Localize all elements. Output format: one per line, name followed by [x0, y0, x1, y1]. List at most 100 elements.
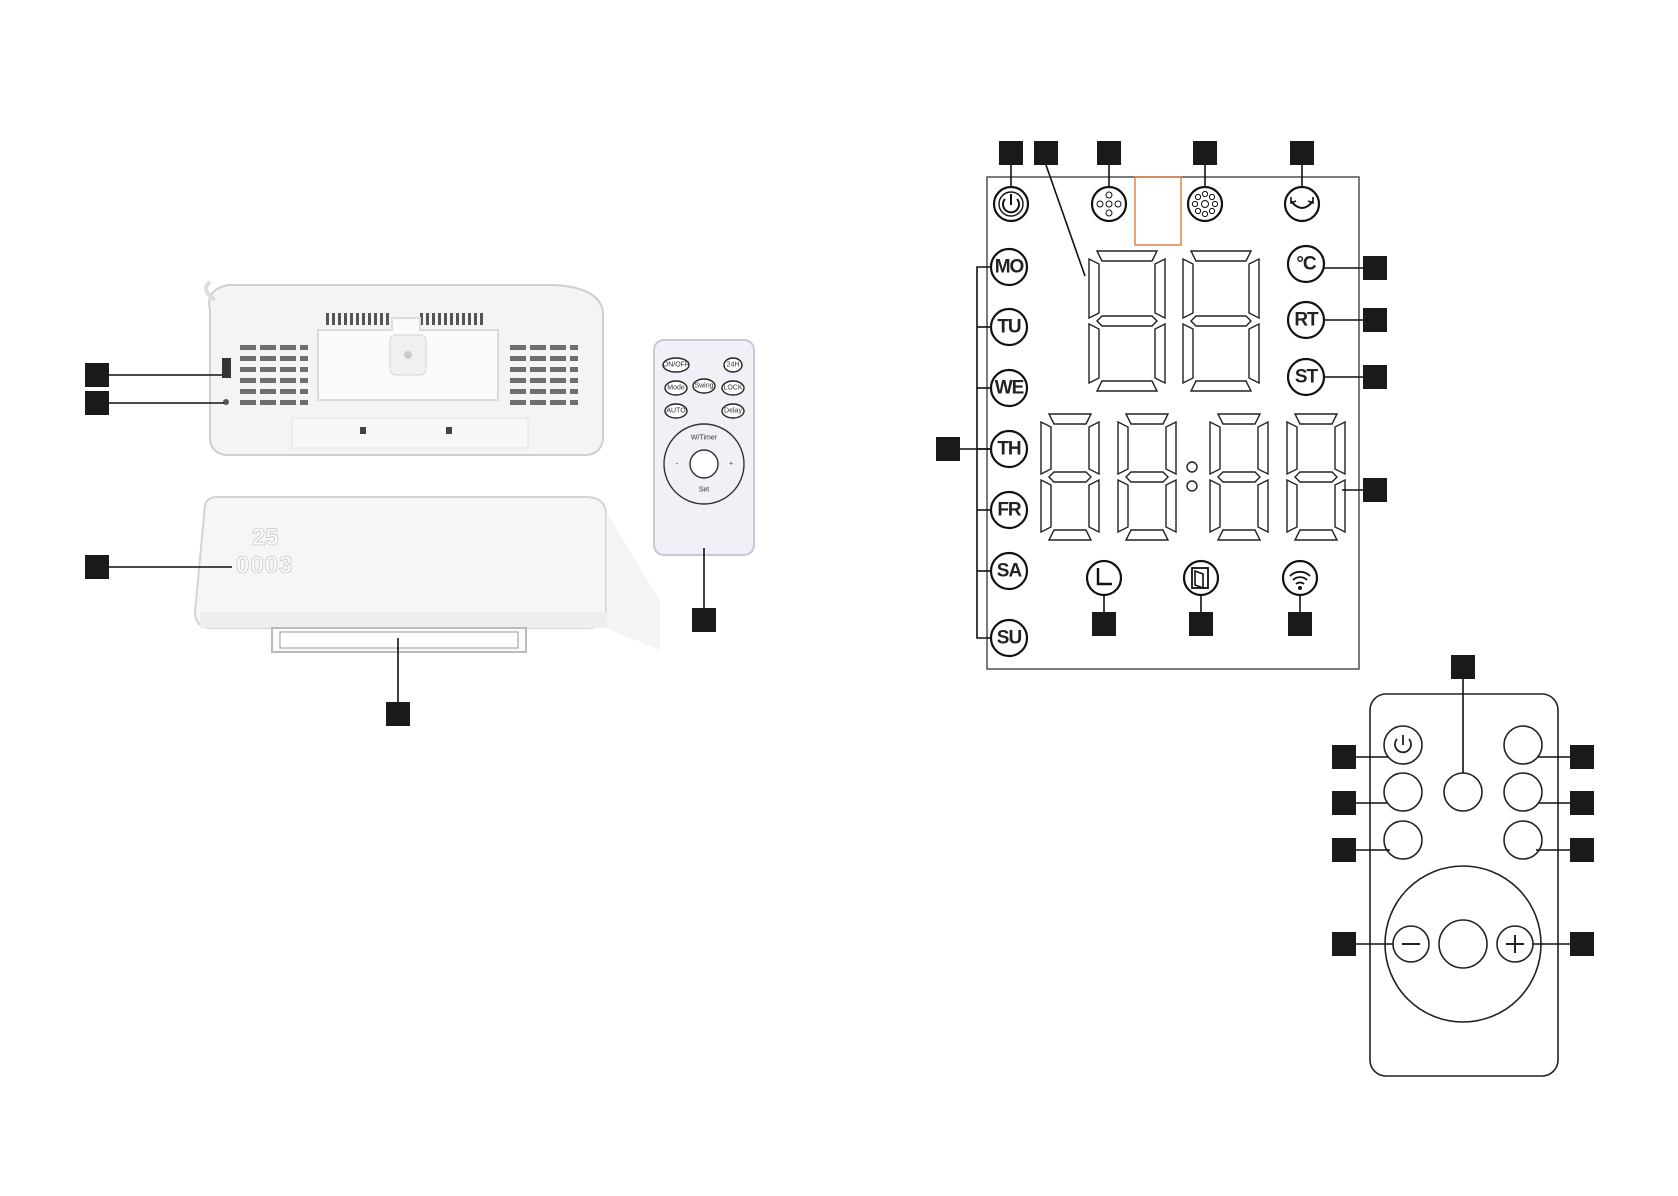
remote-label-auto: AUTO [666, 408, 686, 415]
lcd-segment [1191, 381, 1251, 391]
lcd-segment [1041, 422, 1051, 474]
lcd-segment [1218, 472, 1260, 482]
day-sa: SA [997, 561, 1023, 582]
callout-marker [1332, 932, 1356, 956]
remote-button [1444, 773, 1482, 811]
lcd-segment [1287, 422, 1297, 474]
callout-marker [85, 555, 109, 579]
heater-front-view: 25 0003 [195, 497, 660, 652]
lcd-segment [1097, 316, 1157, 326]
remote-dial-center [1439, 920, 1487, 968]
lcd-segment [1166, 480, 1176, 532]
callout-marker [1363, 308, 1387, 332]
callout-marker [1290, 141, 1314, 165]
wifi-icon [1283, 561, 1317, 595]
callout-marker [1288, 612, 1312, 636]
lcd-segment [1191, 251, 1251, 261]
lcd-segment [1097, 381, 1157, 391]
day-badges: MO TU WE TH FR SA SU [991, 249, 1027, 656]
lcd-segment [1258, 422, 1268, 474]
callout-marker [1332, 791, 1356, 815]
callout-marker [386, 702, 410, 726]
lcd-segment [1335, 480, 1345, 532]
lcd-segment [1210, 422, 1220, 474]
lcd-segment [1295, 472, 1337, 482]
day-th: TH [997, 439, 1021, 460]
callout-marker [1570, 791, 1594, 815]
day-tu: TU [997, 317, 1021, 338]
fan-low-icon [1092, 187, 1126, 221]
lcd-segment [1097, 251, 1157, 261]
badge-rt: RT [1294, 310, 1319, 331]
callout-marker [1363, 365, 1387, 389]
window-icon [1184, 561, 1218, 595]
lcd-segment [1089, 480, 1099, 532]
lcd-segment [1089, 324, 1099, 383]
lcd-segment [1118, 480, 1128, 532]
callout-marker [1097, 141, 1121, 165]
lcd-segment [1118, 422, 1128, 474]
heater-back-view [206, 282, 603, 455]
lcd-segment [1049, 530, 1091, 540]
callout-marker [936, 437, 960, 461]
callout-marker [1092, 612, 1116, 636]
lcd-segment [1183, 259, 1193, 318]
callout-marker [692, 608, 716, 632]
lcd-segment [1287, 480, 1297, 532]
lcd-segment [1049, 414, 1091, 424]
remote-label-delay: Delay [724, 408, 742, 415]
lcd-segment [1249, 324, 1259, 383]
unit-badges: °C RT ST [1288, 246, 1324, 395]
badge-st: ST [1295, 367, 1319, 388]
callout-marker [1363, 256, 1387, 280]
remote-label-swing: Swing [694, 383, 713, 390]
day-we: WE [995, 378, 1024, 399]
lcd-segment [1249, 259, 1259, 318]
callout-marker [1193, 141, 1217, 165]
remote-button [1504, 726, 1542, 764]
lcd-segment [1295, 530, 1337, 540]
lcd-segment [1089, 422, 1099, 474]
callout-marker [1189, 612, 1213, 636]
highlight-box [1135, 177, 1181, 245]
lcd-segment [1191, 316, 1251, 326]
lcd-segment [1126, 472, 1168, 482]
lcd-segment [1049, 472, 1091, 482]
clock-icon [1087, 561, 1121, 595]
remote-label-plus: + [729, 461, 733, 468]
remote-button [1504, 773, 1542, 811]
badge-celsius: °C [1296, 254, 1317, 275]
remote-power-button [1384, 726, 1422, 764]
remote-button [1384, 773, 1422, 811]
lcd-segment [1155, 324, 1165, 383]
remote-button [1504, 821, 1542, 859]
day-mo: MO [995, 257, 1024, 278]
callout-marker [1570, 745, 1594, 769]
lcd-segment [1089, 259, 1099, 318]
lcd-panel-diagram: MO TU WE TH FR SA SU °C RT ST [977, 177, 1359, 669]
fan-high-icon [1188, 187, 1222, 221]
colon-dot [1187, 462, 1197, 472]
plus-icon [1497, 926, 1533, 962]
minus-icon [1393, 926, 1429, 962]
callout-marker [1332, 745, 1356, 769]
colon-dot [1187, 481, 1197, 491]
callout-marker [85, 391, 109, 415]
callout-marker [1570, 838, 1594, 862]
lcd-segment [1295, 414, 1337, 424]
power-icon [994, 187, 1028, 221]
heater-display-temp: 25 [252, 524, 279, 551]
callout-marker [1451, 655, 1475, 679]
callout-marker [1363, 478, 1387, 502]
callout-marker [1034, 141, 1058, 165]
lcd-segment [1218, 530, 1260, 540]
callout-marker [85, 363, 109, 387]
seven-segment-digits [1041, 251, 1345, 540]
lcd-segment [1126, 414, 1168, 424]
heater-display-time: 0003 [236, 552, 293, 579]
lcd-segment [1126, 530, 1168, 540]
lcd-segment [1155, 259, 1165, 318]
lcd-segment [1258, 480, 1268, 532]
